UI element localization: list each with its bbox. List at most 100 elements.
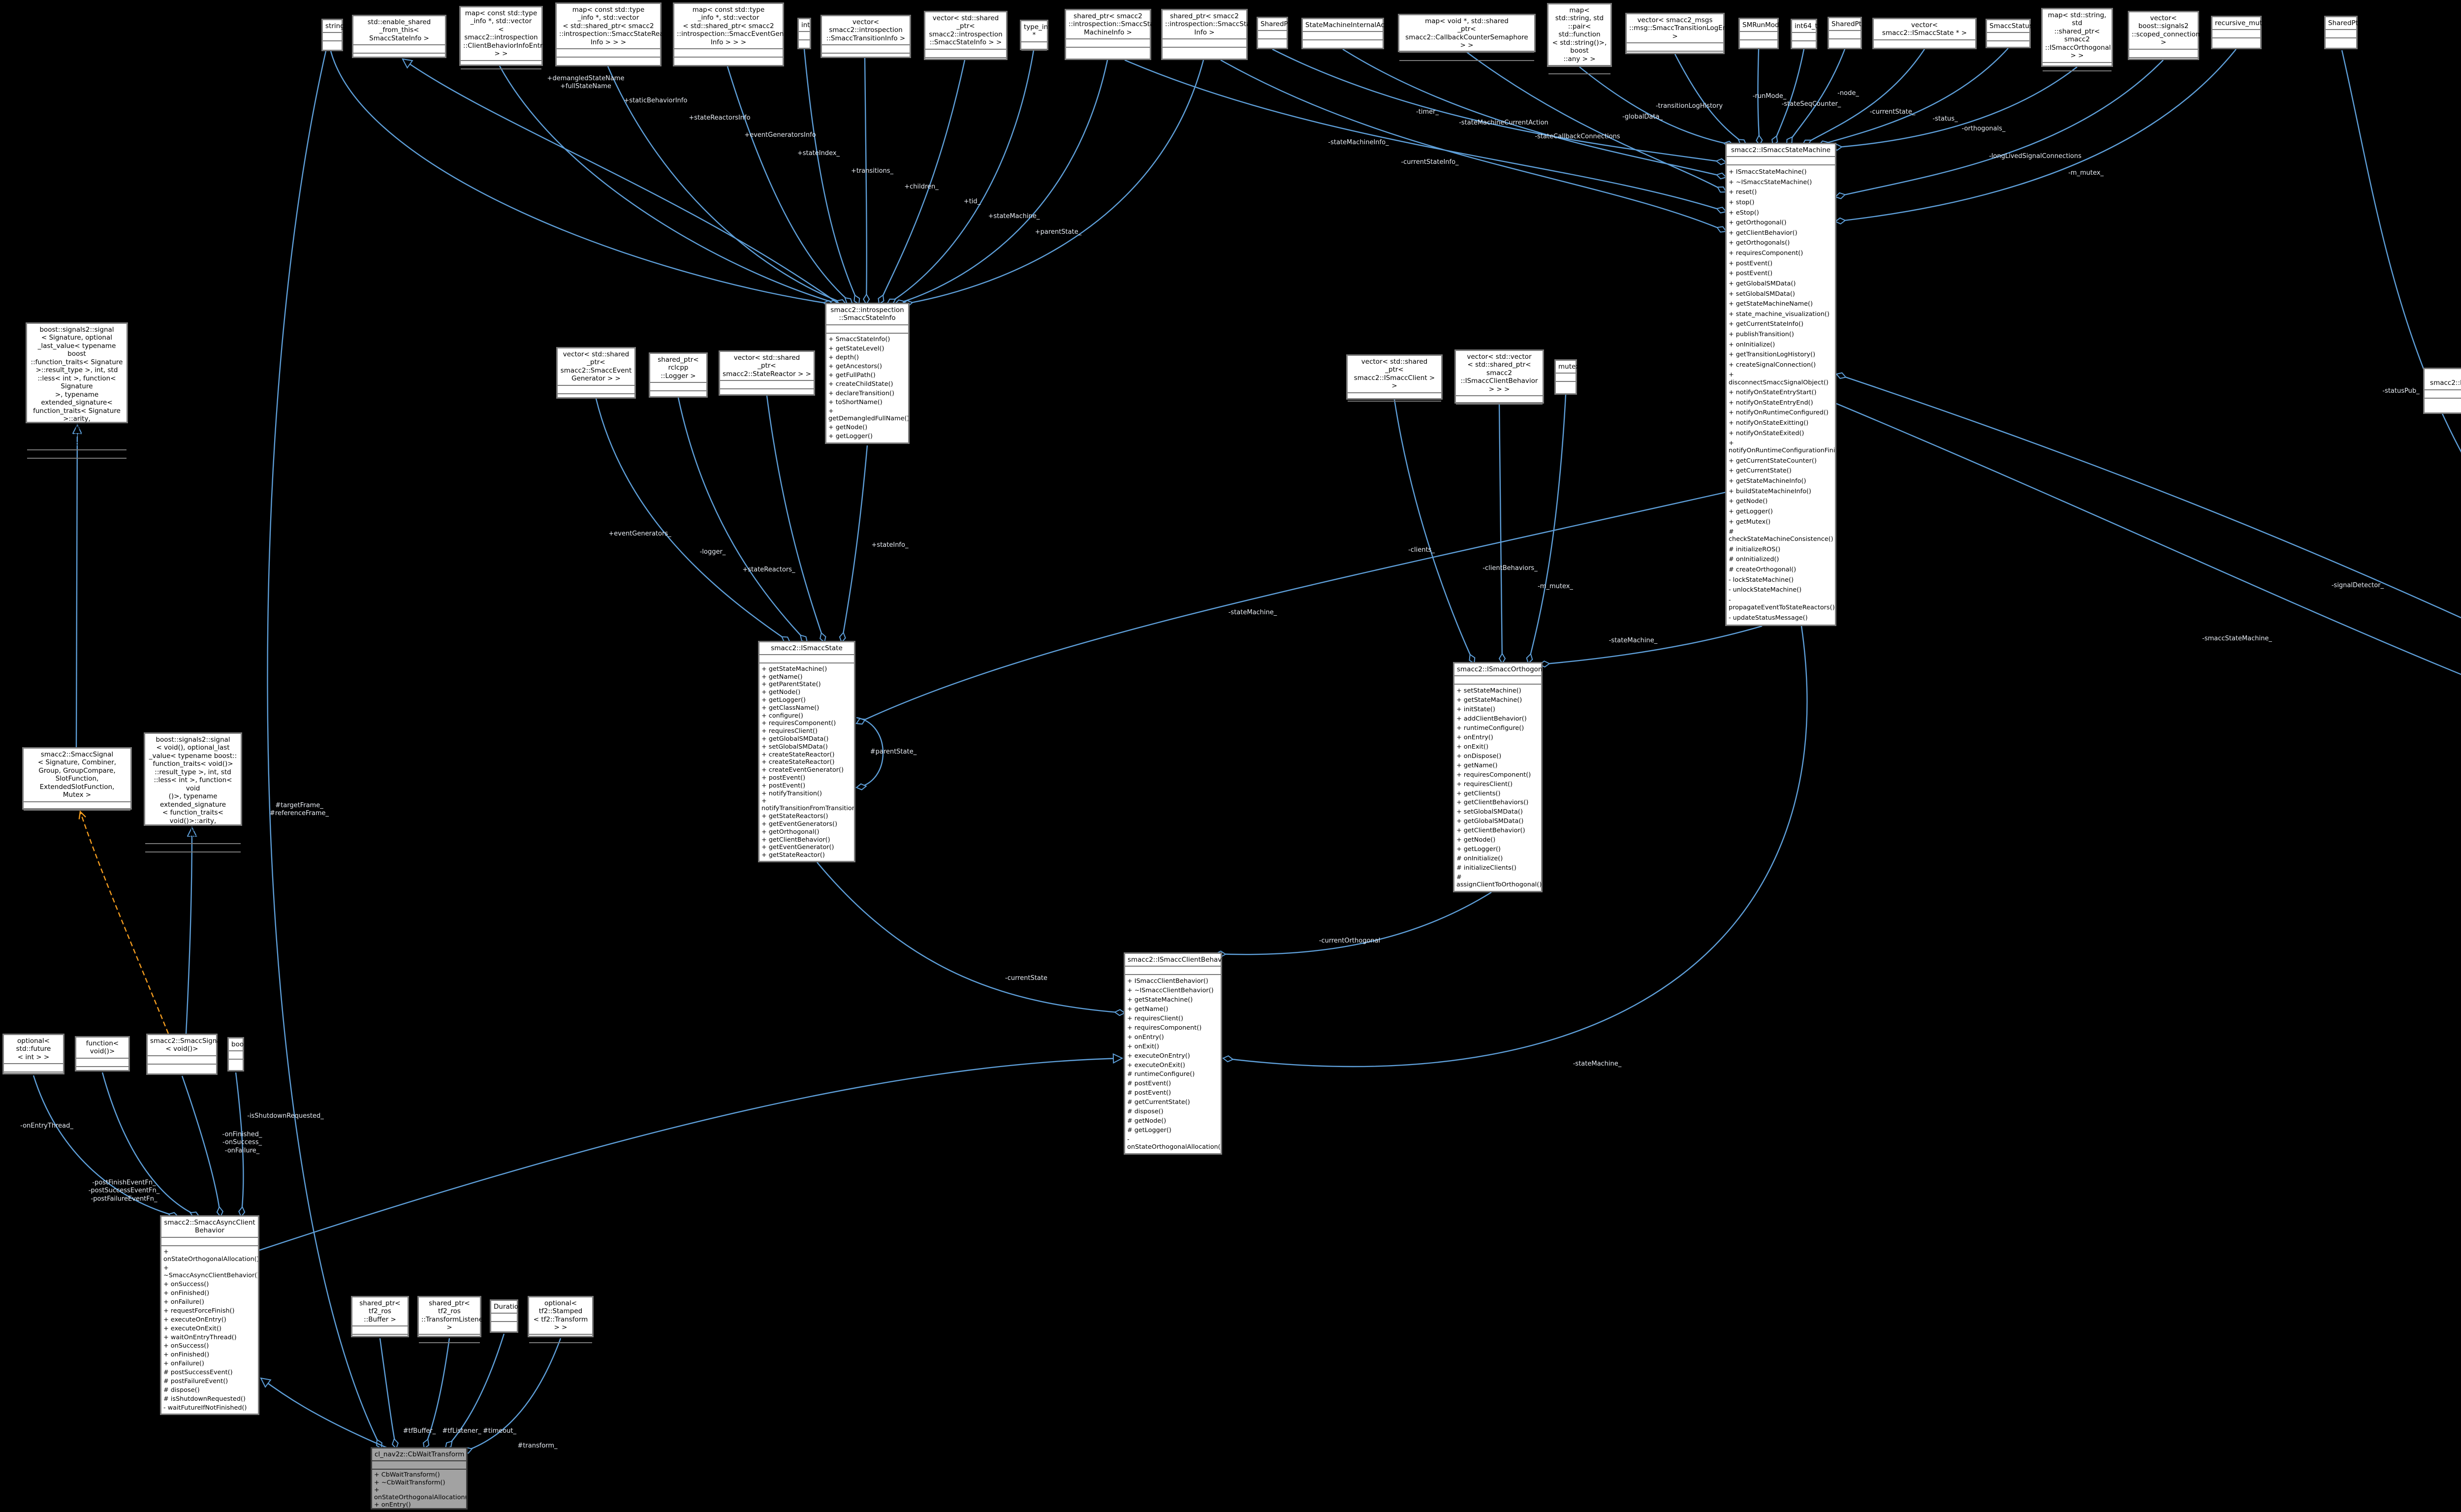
class-box-L6[interactable]: smacc2::SmaccSignal < void()> (146, 1034, 222, 1075)
methods-compartment-empty (1874, 49, 1975, 56)
method-item: + getOrthogonal() (761, 828, 820, 836)
class-title: shared_ptr< tf2_ros ::TransformListener … (419, 1297, 486, 1335)
method-item: # dispose() (1127, 1108, 1164, 1116)
class-box-T1[interactable]: string (321, 19, 345, 51)
class-box-C2[interactable]: smacc2::ISmaccState+ getStateMachine()+ … (758, 641, 855, 862)
class-box-T23[interactable]: vector< boost::signals2 ::scoped_connect… (2128, 11, 2200, 60)
class-box-C3[interactable]: smacc2::ISmaccStateMachine+ ISmaccStateM… (1725, 143, 1836, 626)
method-item: + state_machine_visualization() (1729, 310, 1830, 318)
method-item: + stop() (1729, 199, 1755, 207)
method-item: + ~CbWaitTransform() (374, 1479, 445, 1486)
class-box-M4[interactable]: vector< std::shared _ptr< smacc2::ISmacc… (1346, 354, 1443, 402)
method-item: + getName() (1456, 761, 1498, 769)
class-box-B3[interactable]: Duration (490, 1299, 523, 1333)
class-box-M3[interactable]: vector< std::shared _ptr< smacc2::StateR… (719, 350, 815, 396)
method-item: + notifyOnRuntimeConfigurationFinished() (1729, 440, 1835, 455)
class-box-B1[interactable]: shared_ptr< tf2_ros ::Buffer > (351, 1296, 409, 1337)
class-box-L2[interactable]: smacc2::SmaccSignal < Signature, Combine… (22, 747, 132, 811)
class-box-T2[interactable]: std::enable_shared _from_this< SmaccStat… (352, 15, 446, 58)
edge-T5-C1-eventGeneratorsInfo (726, 66, 853, 305)
class-box-R1[interactable]: vector< smacc2::ISmaccUpdatable * > (2423, 368, 2461, 414)
method-item: + createChildState() (828, 380, 893, 388)
class-box-T13[interactable]: StateMachineInternalAction (1301, 18, 1397, 49)
class-title: StateMachineInternalAction (1303, 19, 1397, 32)
methods-compartment-empty (1829, 39, 1861, 48)
class-box-L5[interactable]: function< void()> (75, 1036, 130, 1071)
attributes-compartment (1125, 967, 1221, 976)
class-box-T10[interactable]: shared_ptr< smacc2 ::introspection::Smac… (1065, 9, 1161, 60)
class-box-T18[interactable]: int64_t (1791, 19, 1818, 49)
method-item: # getLogger() (1127, 1126, 1171, 1134)
class-box-B2[interactable]: shared_ptr< tf2_ros ::TransformListener … (417, 1296, 486, 1343)
class-box-C4[interactable]: smacc2::ISmaccOrthogonal+ setStateMachin… (1453, 662, 1548, 892)
edge-T12-C3-timer_ (1272, 48, 1727, 165)
class-box-T5[interactable]: map< const std::type _info *, std::vecto… (673, 2, 804, 66)
class-title: map< std::string, std ::shared_ptr< smac… (2043, 9, 2112, 63)
edge-L4-C7-onEntryThread_ (32, 1075, 179, 1219)
class-box-T19[interactable]: SharedPtr (1828, 17, 1864, 49)
attributes-compartment (1258, 31, 1287, 40)
class-box-M5[interactable]: vector< std::vector < std::shared_ptr< s… (1454, 349, 1544, 405)
attributes-compartment (1987, 33, 2029, 42)
method-item: + requiresComponent() (1456, 771, 1531, 779)
class-box-T16[interactable]: vector< smacc2_msgs ::msg::SmaccTransiti… (1625, 13, 1736, 54)
class-box-T17[interactable]: SMRunMode (1738, 18, 1783, 49)
edge-T25-C6-statusPub_ (2341, 50, 2461, 453)
method-item: + getGlobalSMData() (1456, 818, 1524, 825)
class-box-T9[interactable]: type_info * (1020, 20, 1054, 51)
method-item: + buildStateMachineInfo() (1729, 487, 1811, 495)
attributes-compartment (925, 50, 1006, 58)
method-item: + getStateMachine() (1127, 996, 1193, 1004)
methods-compartment-empty (76, 1067, 128, 1074)
class-box-T3[interactable]: map< const std::type _info *, std::vecto… (459, 6, 547, 69)
class-box-M1[interactable]: vector< std::shared _ptr< smacc2::SmaccE… (556, 347, 636, 399)
class-box-T15[interactable]: map< std::string, std ::pair< std::funct… (1547, 3, 1612, 75)
class-box-T7[interactable]: vector< smacc2::introspection ::SmaccTra… (820, 15, 911, 58)
class-box-T14[interactable]: map< void *, std::shared _ptr< smacc2::C… (1398, 14, 1536, 61)
attributes-compartment (461, 61, 541, 69)
class-title: smacc2::ISmaccOrthogonal (1454, 663, 1548, 677)
class-title: map< std::string, std ::pair< std::funct… (1548, 4, 1610, 66)
class-box-L4[interactable]: optional< std::future < int > > (2, 1034, 64, 1074)
class-box-T21[interactable]: SmaccStatus (1986, 19, 2033, 48)
edge-L6-C7-onFinished_ (181, 1075, 223, 1218)
class-box-B4[interactable]: optional< tf2::Stamped < tf2::Transform … (528, 1296, 594, 1343)
class-title: map< const std::type _info *, std::vecto… (557, 4, 677, 50)
method-item: # dispose() (163, 1386, 200, 1394)
class-box-T12[interactable]: SharedPtr (1257, 17, 1294, 49)
method-item: + getCurrentStateCounter() (1729, 457, 1817, 465)
class-box-T11[interactable]: shared_ptr< smacc2 ::introspection::Smac… (1161, 9, 1257, 60)
attributes-compartment (2129, 50, 2198, 58)
method-item: + SmaccStateInfo() (828, 336, 890, 344)
class-box-T22[interactable]: map< std::string, std ::shared_ptr< smac… (2041, 8, 2113, 71)
class-box-T4[interactable]: map< const std::type _info *, std::vecto… (555, 2, 677, 66)
class-box-T20[interactable]: vector< smacc2::ISmaccState * > (1872, 18, 1977, 49)
class-box-T24[interactable]: recursive_mutex (2211, 16, 2270, 49)
method-item: + onStateOrthogonalAllocation() (163, 1248, 258, 1263)
method-item: + CbWaitTransform() (374, 1471, 440, 1479)
class-box-M2[interactable]: shared_ptr< rclcpp ::Logger > (649, 352, 708, 398)
methods-compartment-empty (1303, 40, 1383, 48)
class-title: Duration (491, 1301, 523, 1314)
class-box-T25[interactable]: SharedPtr (2324, 16, 2361, 49)
class-box-M6[interactable]: mutex (1554, 359, 1579, 395)
class-title: mutex (1556, 361, 1579, 374)
methods-compartment-empty (145, 852, 241, 860)
attributes-compartment (24, 802, 130, 811)
methods-compartment-empty (1456, 405, 1543, 412)
attributes-compartment (1727, 157, 1835, 166)
class-box-C8[interactable]: cl_nav2z::CbWaitTransform+ CbWaitTransfo… (371, 1447, 468, 1510)
class-box-C5[interactable]: smacc2::ISmaccClientBehavior+ ISmaccClie… (1124, 952, 1230, 1155)
class-box-C1[interactable]: smacc2::introspection ::SmaccStateInfo+ … (825, 303, 910, 444)
class-box-L3[interactable]: boost::signals2::signal < void(), option… (144, 732, 242, 853)
class-box-L1[interactable]: boost::signals2::signal < Signature, opt… (26, 322, 128, 459)
class-box-L7[interactable]: bool (227, 1037, 246, 1071)
class-box-T8[interactable]: vector< std::shared _ptr< smacc2::intros… (924, 11, 1008, 60)
class-box-C7[interactable]: smacc2::SmaccAsyncClient Behavior+ onSta… (160, 1215, 259, 1415)
attributes-compartment (1792, 33, 1816, 42)
method-item: + onEntry() (1127, 1033, 1164, 1041)
method-item: + getFullPath() (828, 372, 876, 379)
attributes-compartment (229, 1051, 243, 1060)
class-box-T6[interactable]: int (797, 18, 811, 49)
